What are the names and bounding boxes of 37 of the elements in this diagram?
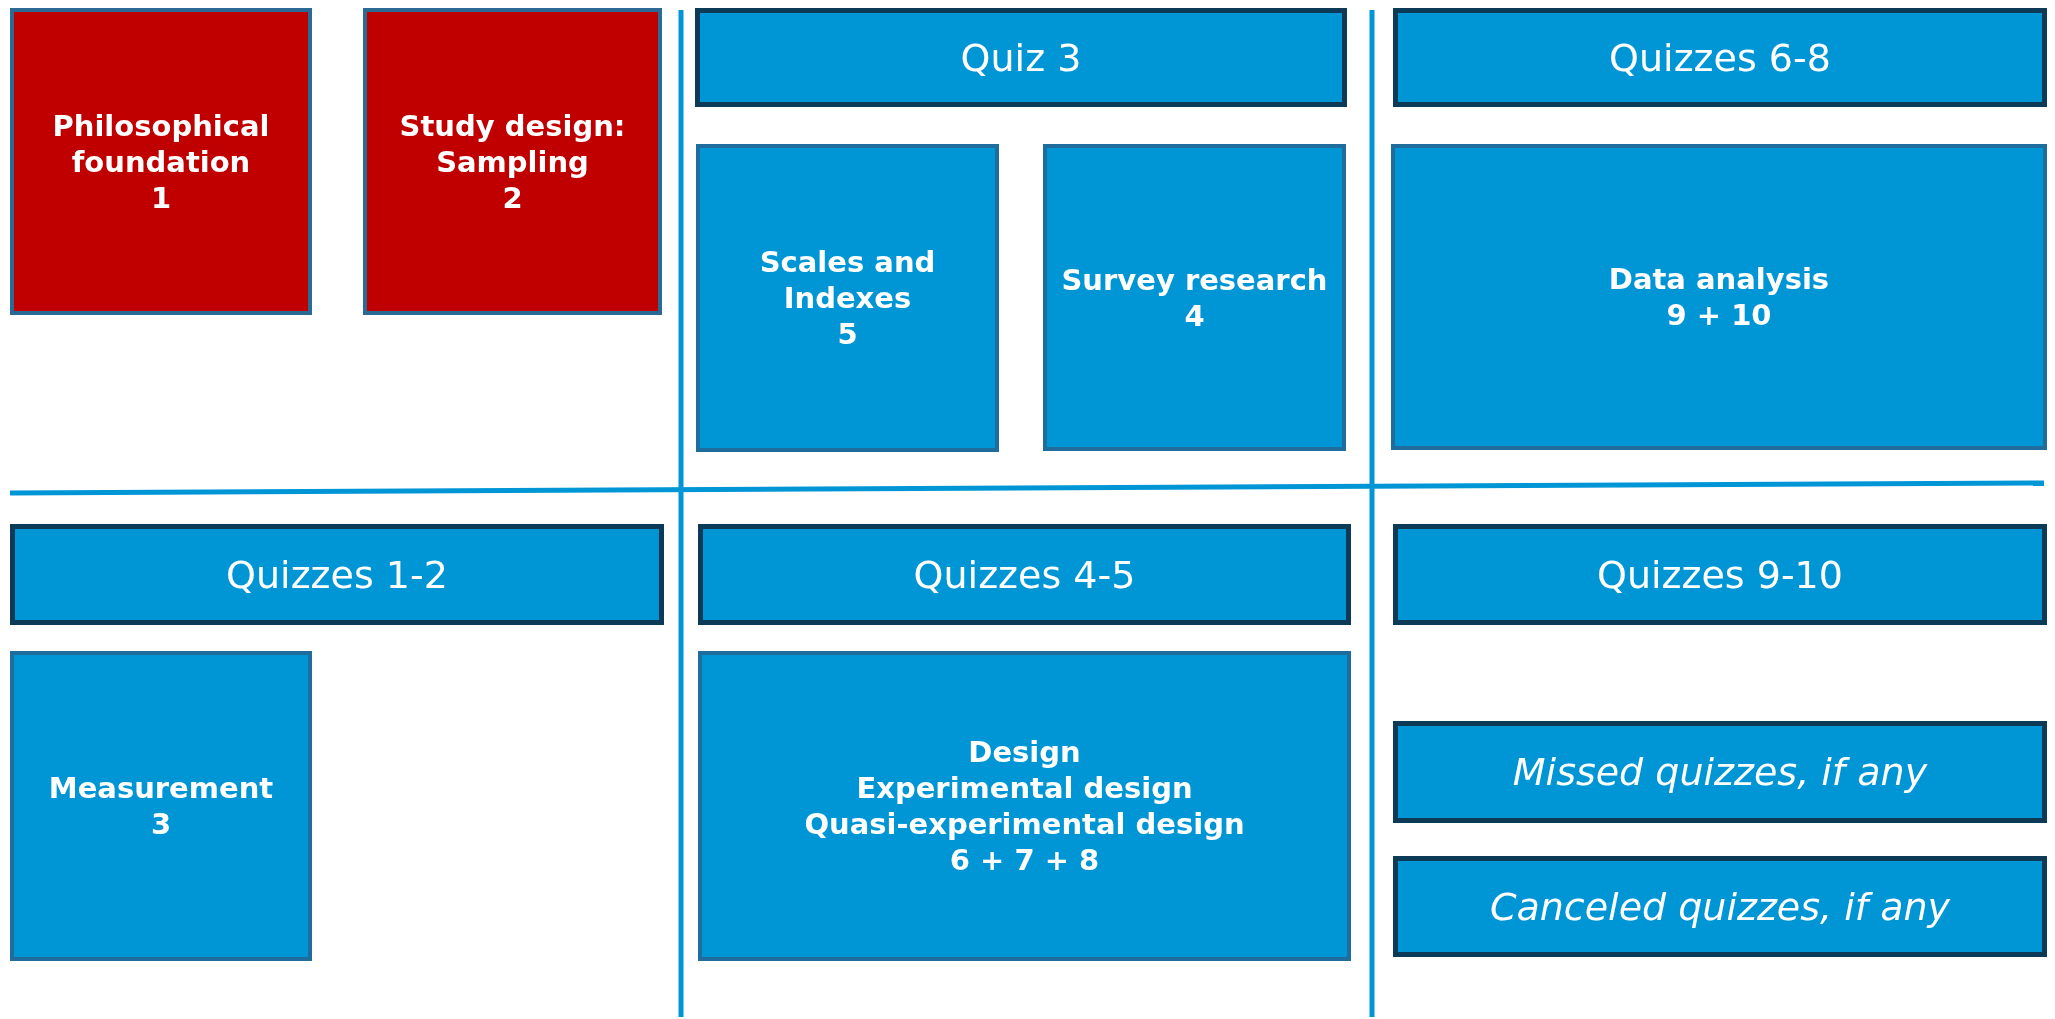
chapter-numbers: 4	[1184, 297, 1205, 334]
box-title: Missed quizzes, if any	[1512, 749, 1928, 795]
topic-box	[1043, 144, 1346, 451]
box-subtitle: Experimental design	[856, 770, 1193, 806]
topic-box	[10, 651, 312, 961]
box-title: Quizzes 6-8	[1609, 34, 1831, 81]
topic-box	[1391, 144, 2047, 450]
chapter-numbers: 2	[502, 179, 523, 216]
box-title: Scales and Indexes	[758, 244, 937, 316]
box-title: Quizzes 4-5	[913, 551, 1136, 598]
box-title: Quizzes 9-10	[1597, 551, 1843, 598]
chapter-numbers: 6 + 7 + 8	[949, 842, 1100, 878]
quiz-box	[1393, 8, 2047, 107]
chapter-numbers: 9 + 10	[1666, 297, 1772, 333]
topic-box	[696, 144, 999, 452]
box-title: Quiz 3	[960, 34, 1082, 81]
chapter-numbers: 1	[150, 179, 172, 216]
box-title: Measurement	[48, 770, 274, 806]
quiz-box	[698, 524, 1351, 625]
topic-box	[698, 651, 1351, 961]
box-title: Canceled quizzes, if any	[1489, 883, 1951, 930]
box-title: Philosophical foundation	[51, 107, 271, 180]
box-title: Data analysis	[1608, 261, 1830, 297]
box-title: Survey research	[1061, 261, 1328, 298]
box-subtitle: Quasi-experimental design	[804, 806, 1245, 842]
note-box	[1393, 856, 2047, 957]
quiz-box	[695, 8, 1347, 107]
quiz-box	[1393, 524, 2047, 625]
chapter-numbers: 5	[837, 316, 858, 352]
note-box	[1393, 721, 2047, 823]
topic-box	[10, 8, 312, 315]
chapter-numbers: 3	[150, 806, 172, 842]
box-title: Quizzes 1-2	[226, 551, 448, 598]
box-title: Study design: Sampling	[398, 107, 627, 180]
quiz-box	[10, 524, 664, 625]
box-title: Design	[968, 734, 1081, 770]
topic-box	[363, 8, 662, 315]
